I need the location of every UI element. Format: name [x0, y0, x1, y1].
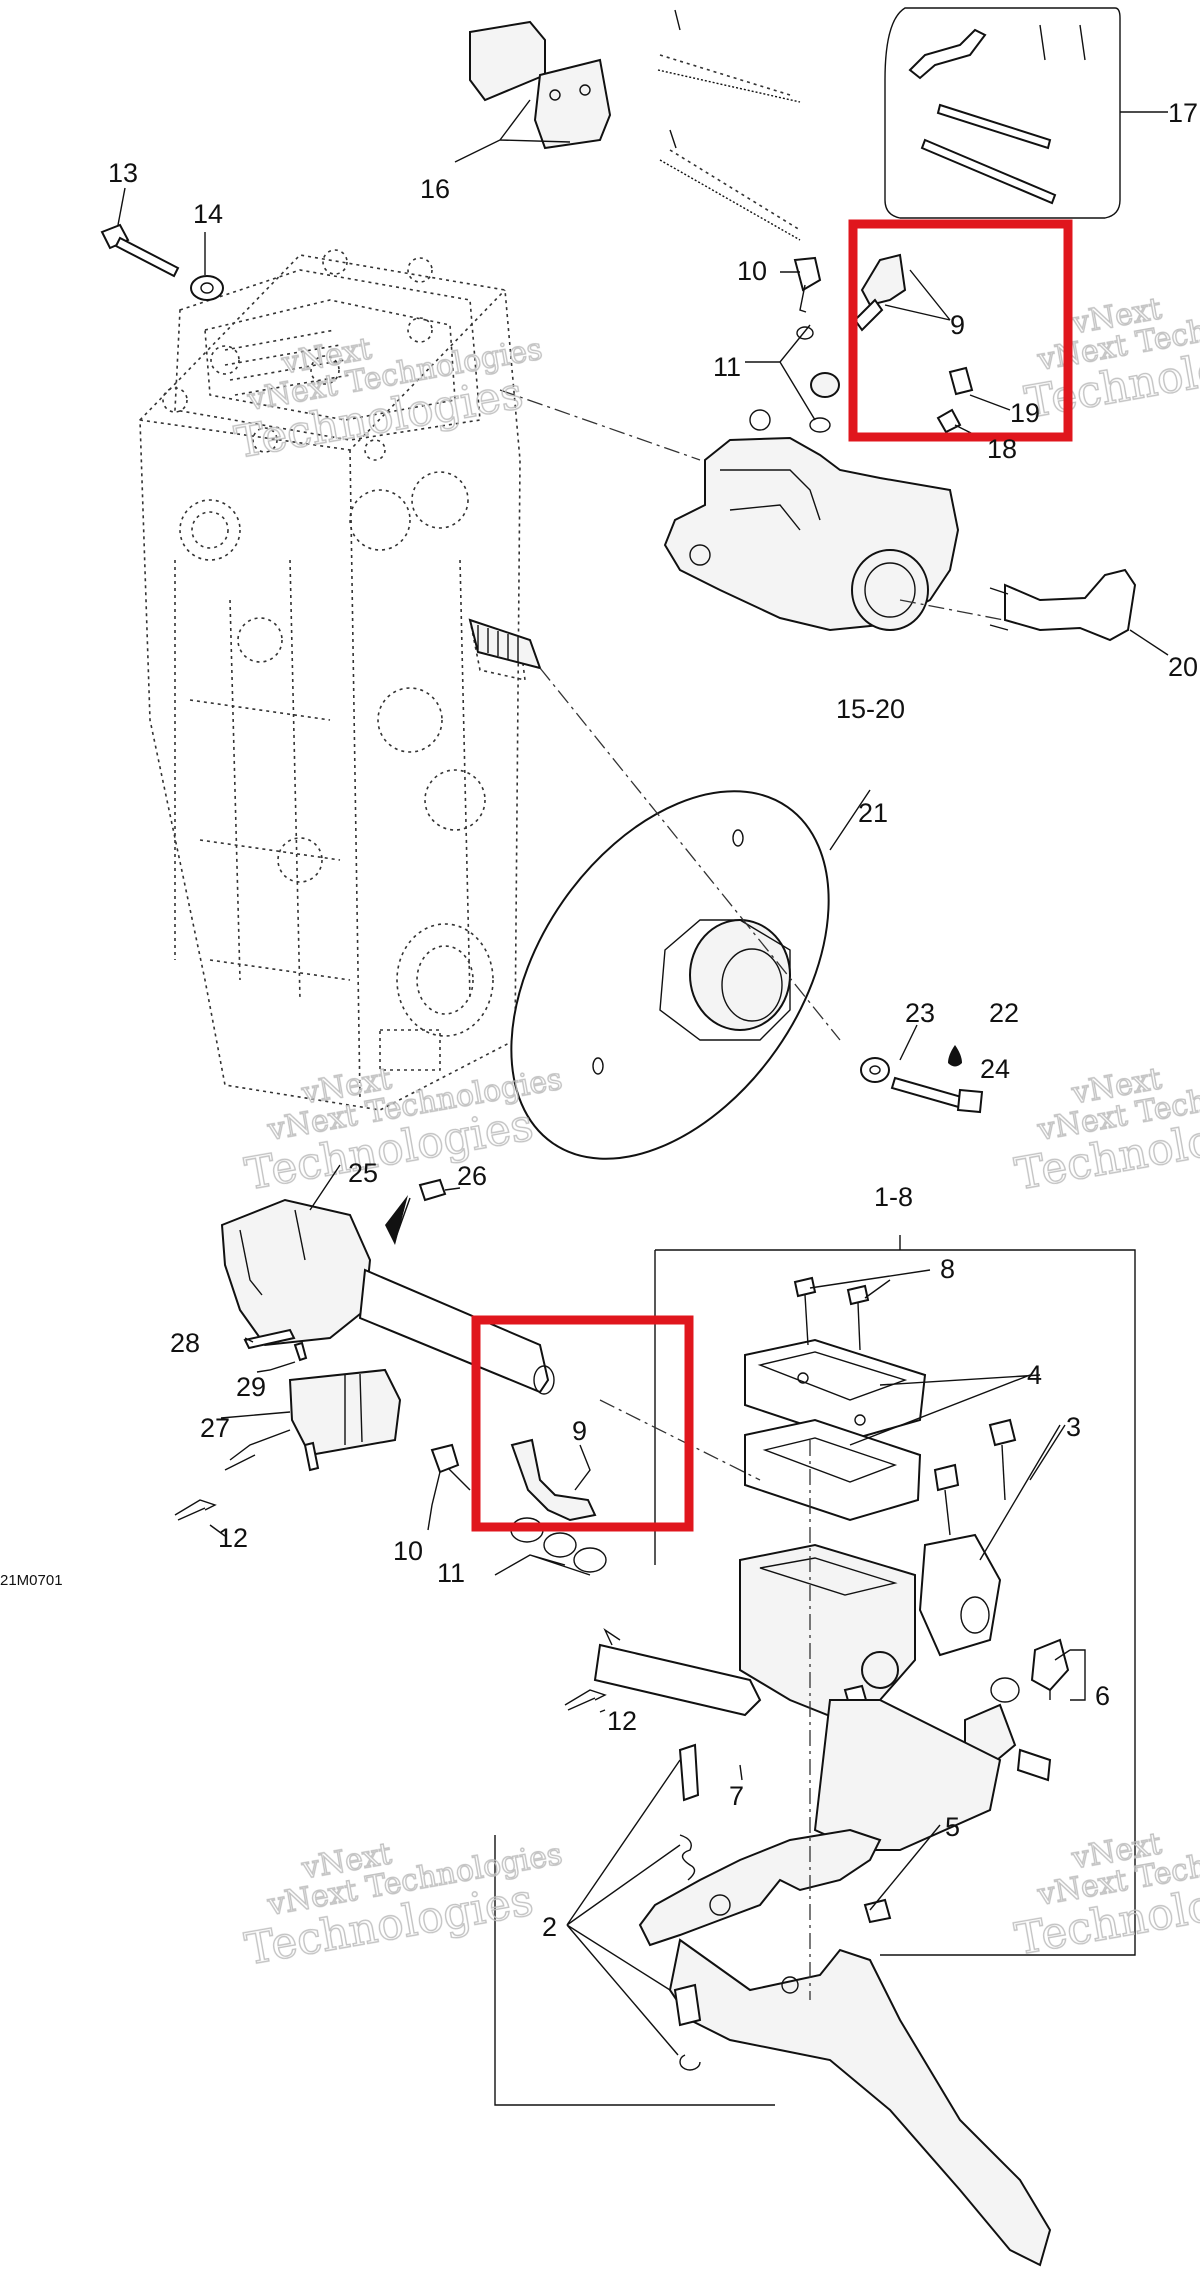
callout-28: 28: [170, 1328, 200, 1358]
highlight-box-bottom: [471, 1315, 694, 1532]
cotter-pins-12: [174, 1499, 607, 1711]
screw-24-washer-23-drop-22: [860, 1045, 984, 1114]
callout-10-top: 10: [737, 256, 767, 286]
leader-lines: [117, 99, 1086, 2056]
brake-pads-16: [469, 9, 801, 241]
callout-6: 6: [1095, 1681, 1110, 1711]
callout-9-bottom: 9: [572, 1416, 587, 1446]
screw-13-washer-14: [100, 223, 224, 301]
callout-1-8: 1-8: [874, 1182, 913, 1212]
switch-assembly-25-29: [220, 1178, 555, 1472]
callout-16: 16: [420, 174, 450, 204]
callout-25: 25: [348, 1158, 378, 1188]
callout-10-bottom: 10: [393, 1536, 423, 1566]
callout-13: 13: [108, 158, 138, 188]
callout-29: 29: [236, 1372, 266, 1402]
callout-11-top: 11: [713, 352, 741, 382]
pin-kit-17: [884, 7, 1168, 219]
callout-12-right: 12: [607, 1706, 637, 1736]
gearbox-housing: [139, 249, 542, 1111]
callout-3: 3: [1066, 1412, 1081, 1442]
callout-14: 14: [193, 199, 223, 229]
callout-2: 2: [542, 1912, 557, 1942]
callout-23: 23: [905, 998, 935, 1028]
bolts-10-11-top: [793, 256, 840, 433]
master-cylinder-1-8: [494, 1235, 1136, 2267]
callout-5: 5: [945, 1812, 960, 1842]
callout-15-20: 15-20: [836, 694, 905, 724]
callout-17: 17: [1168, 98, 1198, 128]
callout-7: 7: [729, 1781, 744, 1811]
bleeder-parts-9-18-19: [853, 253, 974, 434]
callout-9-top: 9: [950, 310, 965, 340]
callout-12-left: 12: [218, 1523, 248, 1553]
brake-caliper: [499, 389, 1169, 656]
callout-26: 26: [457, 1161, 487, 1191]
callout-11-bottom: 11: [437, 1558, 465, 1588]
callout-8: 8: [940, 1254, 955, 1284]
callout-19: 19: [1010, 398, 1040, 428]
callout-4: 4: [1027, 1360, 1042, 1390]
brake-disc-21: [510, 667, 841, 1160]
drawing-code: 21M0701: [0, 1572, 63, 1589]
callout-labels: 13 14 16 17 10 9 11 19 18 20 15-20 21 23…: [0, 98, 1198, 1942]
bolt-10-washers-11-bottom: [430, 1438, 607, 1573]
callout-24: 24: [980, 1054, 1010, 1084]
callout-22: 22: [989, 998, 1019, 1028]
highlight-box-top: [848, 219, 1073, 442]
callout-27: 27: [200, 1413, 230, 1443]
callout-18: 18: [987, 434, 1017, 464]
callout-21: 21: [858, 798, 888, 828]
callout-20: 20: [1168, 652, 1198, 682]
